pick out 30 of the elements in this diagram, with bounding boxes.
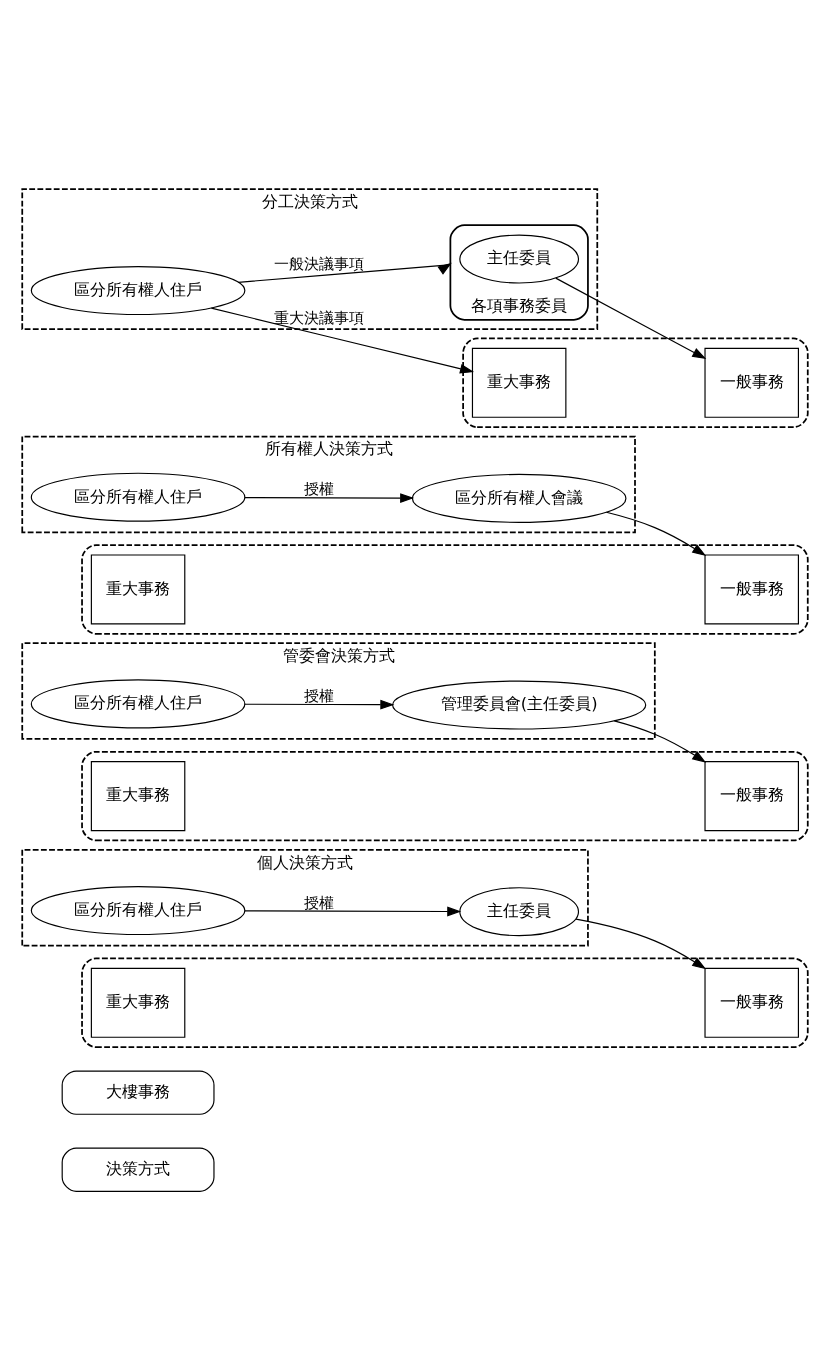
node-box: 一般事務 (704, 347, 799, 418)
arrow (244, 493, 415, 503)
node-ellipse: 區分所有權人住戶 (30, 266, 246, 316)
node-ellipse: 管理委員會(主任委員) (392, 680, 647, 730)
node-box: 一般事務 (704, 967, 799, 1038)
node-ellipse: 區分所有權人會議 (411, 473, 627, 523)
edge-label: 重大決議事項 (273, 308, 364, 327)
node-box: 重大事務 (90, 967, 186, 1038)
node-box: 重大事務 (90, 761, 186, 832)
node-box: 一般事務 (704, 761, 799, 832)
node-box: 大樓事務 (61, 1070, 215, 1115)
edge-label: 授權 (303, 480, 334, 499)
node-ellipse: 區分所有權人住戶 (30, 472, 246, 522)
cluster (462, 337, 809, 429)
node-ellipse: 主任委員 (459, 887, 580, 937)
node-ellipse: 區分所有權人住戶 (30, 679, 246, 729)
arrow (575, 918, 707, 970)
arrow (244, 906, 462, 917)
edge-label: 授權 (303, 686, 334, 705)
node-box: 重大事務 (471, 347, 567, 418)
node-ellipse: 區分所有權人住戶 (30, 886, 246, 936)
node-ellipse: 主任委員 (459, 234, 580, 284)
arrow (237, 262, 452, 283)
node-box: 一般事務 (704, 554, 799, 625)
node-box: 決策方式 (61, 1147, 215, 1192)
edge-label: 一般決議事項 (273, 254, 364, 273)
edge-label: 授權 (303, 893, 334, 912)
node-box: 重大事務 (90, 554, 186, 625)
arrow (555, 277, 707, 359)
arrow (244, 699, 395, 710)
